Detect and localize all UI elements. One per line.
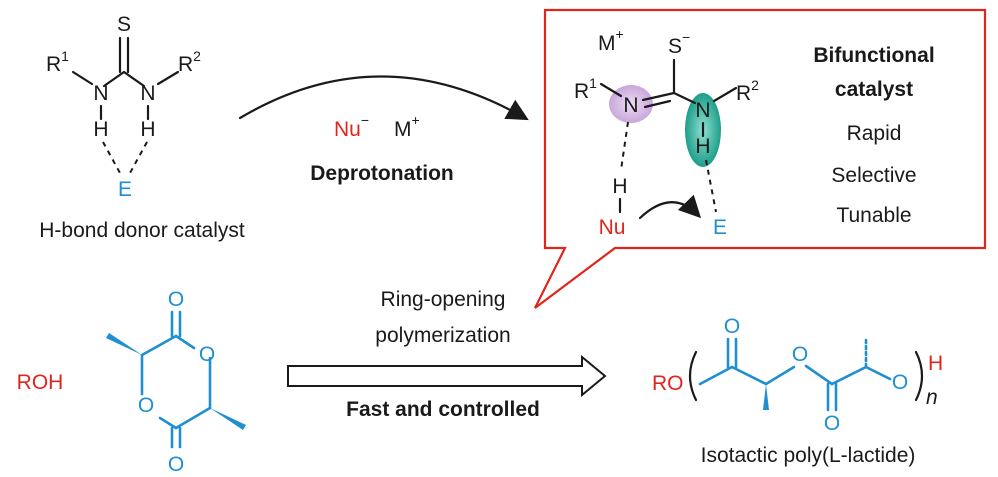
electrophile-e: E [713, 216, 727, 239]
feature-item: Selective [831, 164, 916, 187]
thiourea-catalyst: S N N R1 R2 H H E H-bond donor catalyst [39, 13, 245, 242]
feature-item: Tunable [836, 204, 911, 227]
condition-label: Fast and controlled [346, 398, 540, 421]
imine-n: N [623, 94, 638, 117]
carbonyl-o-top: O [168, 288, 184, 311]
atom-s: S [117, 13, 131, 36]
metal-cation: M+ [598, 26, 624, 55]
rop-label-line2: polymerization [375, 324, 510, 347]
box-title-line1: Bifunctional [813, 44, 934, 67]
box-title-line2: catalyst [835, 78, 913, 101]
electrophile-e: E [118, 178, 132, 201]
substituent-r1: R1 [46, 48, 69, 76]
rop-reaction: ROH O O O O Ring-opening polymerization … [17, 288, 607, 476]
carbonyl-o-2: O [824, 412, 840, 435]
nucleophile-label: Nu− [334, 112, 369, 141]
substituent-r1: R1 [574, 75, 597, 103]
end-group-h: H [928, 352, 943, 375]
ring-o-left: O [138, 394, 154, 417]
atom-n-left: N [93, 82, 108, 105]
curved-arrow [238, 75, 529, 121]
rop-label-line1: Ring-opening [381, 288, 506, 311]
l-lactide: O O O O [106, 288, 246, 476]
bracket-right [914, 350, 924, 402]
substituent-r2: R2 [736, 77, 759, 105]
deprotonation-label: Deprotonation [310, 162, 453, 185]
callout-box [534, 8, 987, 309]
atom-h-left: H [93, 118, 108, 141]
polymer-caption: Isotactic poly(L-lactide) [701, 444, 916, 467]
bifunctional-catalyst-box: M+ S− N N R1 R2 H H Nu E Bifunctional ca… [534, 8, 987, 309]
substituent-r2: R2 [178, 48, 201, 76]
amine-h: H [695, 135, 710, 158]
end-group-ro: RO [652, 372, 684, 395]
reaction-arrow [287, 354, 607, 398]
ring-o-right: O [199, 343, 215, 366]
ester-o: O [792, 343, 808, 366]
nu-h: H [612, 175, 627, 198]
nucleophile-nu: Nu [599, 216, 626, 239]
thiolate-s: S− [668, 29, 690, 58]
repeat-n: n [926, 386, 938, 409]
metal-cation-label: M+ [394, 112, 420, 141]
initiator-roh: ROH [17, 371, 64, 394]
atom-n-right: N [140, 82, 155, 105]
poly-l-lactide: RO O O O O H n Isotactic poly(L-lactide) [652, 315, 943, 467]
terminal-o: O [892, 371, 908, 394]
atom-h-right: H [140, 118, 155, 141]
bracket-left [688, 350, 698, 402]
catalyst-caption: H-bond donor catalyst [39, 219, 245, 242]
amine-n: N [695, 99, 710, 122]
carbonyl-o: O [724, 315, 740, 338]
carbonyl-o-bottom: O [168, 453, 184, 476]
attack-arrow [638, 194, 702, 220]
feature-item: Rapid [847, 122, 902, 145]
deprotonation-step: Nu− M+ Deprotonation [238, 75, 529, 185]
